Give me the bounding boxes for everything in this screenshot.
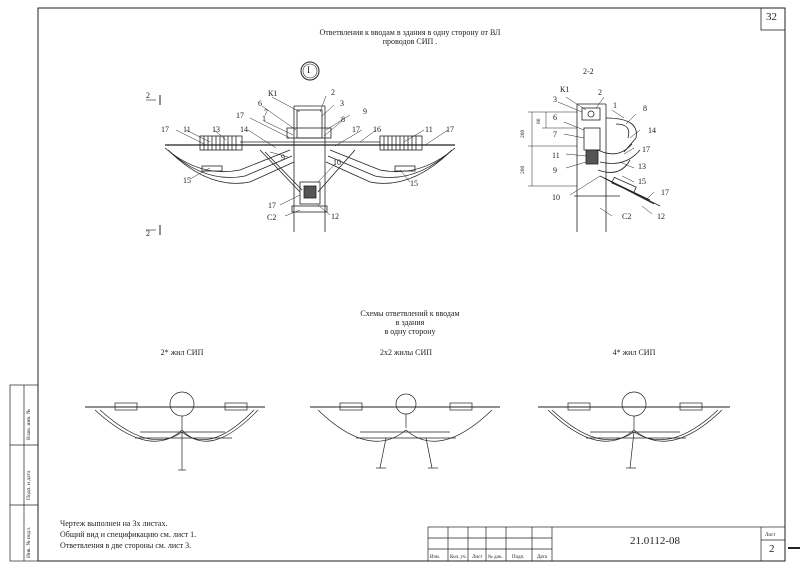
label-3: 3 bbox=[340, 99, 344, 108]
label-14: 14 bbox=[240, 125, 248, 134]
label-15-a: 15 bbox=[183, 176, 191, 185]
col-doc: № док. bbox=[488, 555, 503, 560]
label-13: 13 bbox=[212, 125, 220, 134]
view-front bbox=[164, 105, 456, 232]
schemes-title-line1: Схемы ответвлений к вводам bbox=[360, 309, 460, 318]
side-label-6: 6 bbox=[553, 113, 557, 122]
side-label-8: 8 bbox=[643, 104, 647, 113]
label-11-b: 11 bbox=[425, 125, 433, 134]
scheme-right bbox=[538, 391, 730, 469]
label-17-a: 17 bbox=[236, 111, 244, 120]
side-label-11: 11 bbox=[552, 151, 560, 160]
note-line3: Ответвления в две стороны см. лист 3. bbox=[60, 541, 192, 550]
side-label-k1: К1 bbox=[560, 85, 570, 94]
stamp-inv-no: Инв. № подл. bbox=[26, 526, 32, 558]
side-label-3: 3 bbox=[553, 95, 557, 104]
side-label-c2: С2 bbox=[622, 212, 632, 221]
side-label-2: 2 bbox=[598, 88, 602, 97]
leader-lines-front bbox=[175, 95, 449, 217]
scheme-middle bbox=[310, 393, 500, 469]
col-date: Дата bbox=[537, 555, 547, 560]
col-sign: Подп. bbox=[512, 555, 525, 560]
schemes-title-line2: в здания bbox=[395, 318, 425, 327]
stamp-sign-date: Подп. и дата bbox=[26, 470, 32, 500]
drawing-title-line1: Ответвления к вводам в здания в одну сто… bbox=[319, 28, 501, 37]
leader-lines-side bbox=[557, 96, 655, 217]
label-6: 6 bbox=[258, 99, 262, 108]
scheme-middle-label: 2х2 жилы СИП bbox=[379, 348, 433, 357]
label-8: 8 bbox=[341, 115, 345, 124]
dim-200-bottom: 200 bbox=[520, 165, 526, 174]
side-label-10: 10 bbox=[552, 193, 560, 202]
side-label-13: 13 bbox=[638, 162, 646, 171]
side-label-17-a: 17 bbox=[642, 145, 650, 154]
label-10: 10 bbox=[333, 158, 341, 167]
side-label-12: 12 bbox=[657, 212, 665, 221]
section-mark-top: 2 bbox=[146, 91, 150, 100]
scheme-left bbox=[85, 391, 265, 471]
label-1: 1 bbox=[262, 114, 266, 123]
drawing-title-line2: проводов СИП . bbox=[382, 37, 438, 46]
stamp-replace-inv: Взам. инв. № bbox=[26, 409, 32, 440]
sheet-number: 2 bbox=[769, 543, 775, 555]
label-2: 2 bbox=[331, 88, 335, 97]
label-17-b: 17 bbox=[161, 125, 169, 134]
label-17-e: 17 bbox=[268, 201, 276, 210]
drawing-code: 21.0112-08 bbox=[630, 535, 681, 547]
side-label-7: 7 bbox=[553, 130, 557, 139]
sheet-label: Лист bbox=[765, 533, 776, 538]
side-label-1: 1 bbox=[613, 101, 617, 110]
label-9: 9 bbox=[363, 107, 367, 116]
view-marker-circle bbox=[300, 61, 320, 81]
section-marks bbox=[146, 95, 161, 235]
scheme-right-label: 4* жил СИП bbox=[612, 348, 656, 357]
schemes-title-line3: в одну сторону bbox=[384, 327, 436, 336]
label-15-b: 15 bbox=[410, 179, 418, 188]
view-2-2-title: 2-2 bbox=[583, 67, 594, 76]
title-block bbox=[427, 526, 786, 562]
insulator-left bbox=[199, 135, 243, 151]
col-izm: Изм. bbox=[430, 555, 440, 560]
sheet-number-top: 32 bbox=[766, 11, 777, 23]
dimension-lines-side bbox=[528, 111, 577, 187]
sheet-frame bbox=[37, 7, 786, 562]
side-stamp bbox=[9, 384, 39, 562]
section-mark-bottom: 2 bbox=[146, 229, 150, 238]
insulator-right bbox=[379, 135, 423, 151]
col-kol-uch: Кол. уч. bbox=[450, 555, 467, 560]
dim-80: 80 bbox=[536, 118, 542, 125]
label-12: 12 bbox=[331, 212, 339, 221]
label-7: 7 bbox=[264, 108, 268, 117]
label-17-d: 17 bbox=[446, 125, 454, 134]
note-line2: Общий вид и спецификацию см. лист 1. bbox=[60, 530, 197, 539]
label-c2: С2 bbox=[267, 213, 277, 222]
view-side bbox=[574, 103, 661, 232]
side-label-17-b: 17 bbox=[661, 188, 669, 197]
dim-200-top: 200 bbox=[520, 129, 526, 138]
label-11-a: 11 bbox=[183, 125, 191, 134]
label-9-b: 9 bbox=[281, 153, 285, 162]
side-label-14: 14 bbox=[648, 126, 656, 135]
sheet-number-box bbox=[760, 7, 786, 31]
label-16: 16 bbox=[373, 125, 381, 134]
note-line1: Чертеж выполнен на 3х листах. bbox=[60, 519, 168, 528]
view-marker-label: I bbox=[307, 65, 310, 75]
scheme-left-label: 2* жил СИП bbox=[160, 348, 204, 357]
side-label-15: 15 bbox=[638, 177, 646, 186]
col-list: Лист bbox=[472, 555, 483, 560]
label-k1: К1 bbox=[268, 89, 278, 98]
side-label-9: 9 bbox=[553, 166, 557, 175]
label-17-c: 17 bbox=[352, 125, 360, 134]
